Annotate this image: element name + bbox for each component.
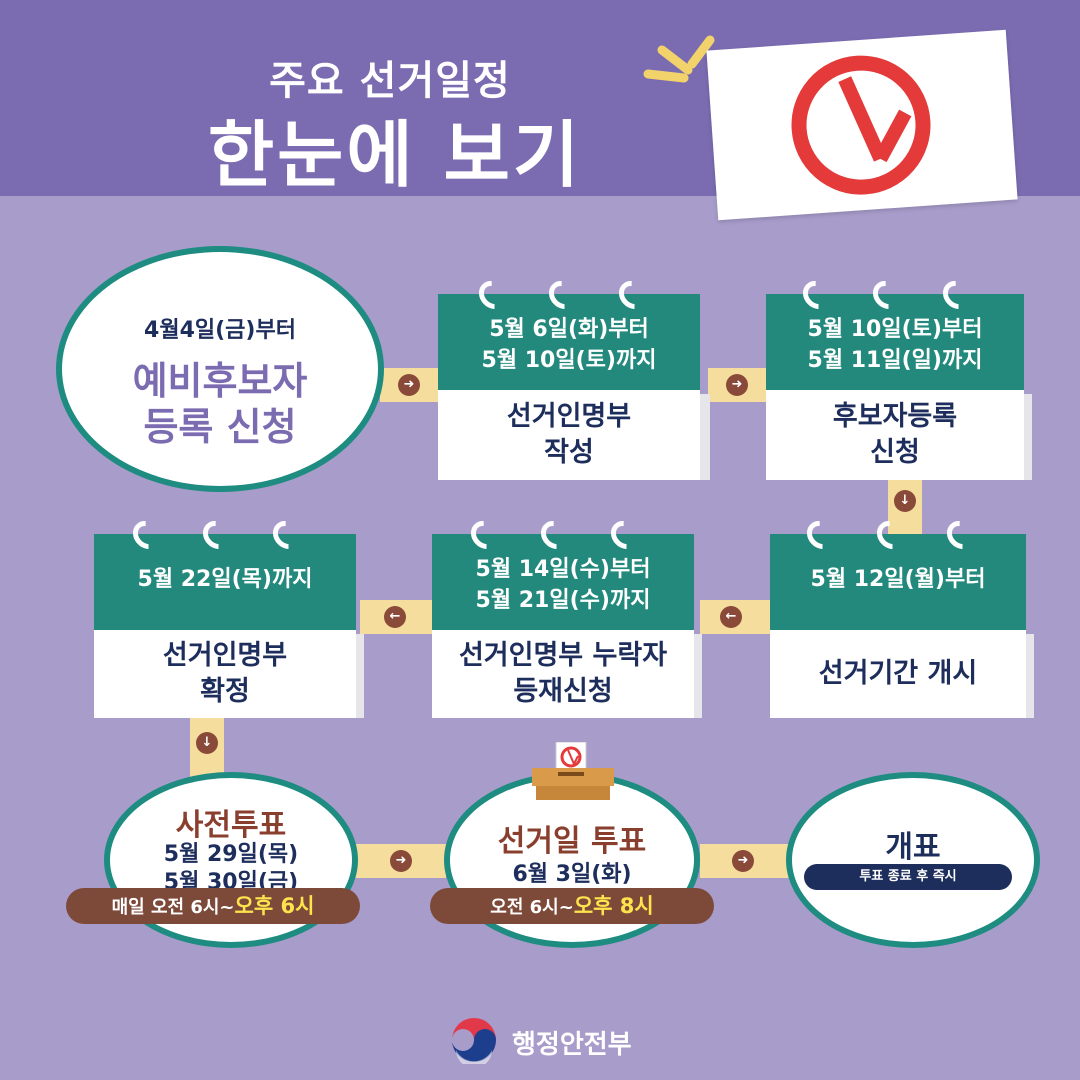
step-date-end: 5월 11일(일)까지 — [807, 348, 983, 373]
step-counting: 개표 — [786, 772, 1040, 948]
calendar-body: 선거인명부 작성 — [438, 390, 700, 480]
step-date-end: 5월 21일(수)까지 — [475, 588, 651, 613]
step-title-line1: 예비후보자 — [132, 359, 308, 403]
title-big: 한눈에 보기 — [207, 113, 583, 197]
step-title-line2: 작성 — [544, 437, 594, 468]
calendar-edge — [694, 634, 702, 718]
calendar-header: 5월 6일(화)부터 5월 10일(토)까지 — [438, 294, 700, 390]
calendar-edge — [1026, 634, 1034, 718]
calendar-edge — [356, 634, 364, 718]
step-title: 사전투표 — [175, 808, 287, 843]
calendar-header: 5월 10일(토)부터 5월 11일(일)까지 — [766, 294, 1024, 390]
early-voting-hours: 매일 오전 6시~오후 6시 — [66, 888, 360, 924]
hours-prefix: 오전 6시~ — [490, 897, 574, 918]
step-title: 선거일 투표 — [497, 824, 647, 859]
step-title-line2: 신청 — [870, 437, 920, 468]
sparkle-icon — [643, 35, 715, 83]
calendar-edge — [700, 394, 710, 480]
calendar-body: 선거기간 개시 — [770, 630, 1026, 718]
hours-highlight: 오후 8시 — [573, 894, 654, 918]
step-election-period: 5월 12일(월)부터 선거기간 개시 — [770, 515, 1034, 718]
hours-highlight: 오후 6시 — [234, 894, 315, 918]
arrow-left-icon: ← — [384, 606, 406, 628]
calendar-header: 5월 14일(수)부터 5월 21일(수)까지 — [432, 534, 694, 630]
step-roll-confirm: 5월 22일(목)까지 선거인명부 확정 — [94, 515, 364, 718]
step-preliminary-registration: 4월4일(금)부터 예비후보자 등록 신청 — [56, 246, 384, 492]
ballot-box-icon — [532, 742, 614, 800]
step-candidate-registration: 5월 10일(토)부터 5월 11일(일)까지 후보자등록 신청 — [766, 275, 1032, 480]
calendar-body: 선거인명부 확정 — [94, 630, 356, 718]
calendar-edge — [1024, 394, 1032, 480]
arrow-down-icon: ↓ — [196, 732, 218, 754]
calendar-header: 5월 22일(목)까지 — [94, 534, 356, 630]
step-title-line1: 선거기간 개시 — [818, 658, 978, 689]
step-date-start: 5월 14일(수)부터 — [475, 557, 651, 582]
title-small: 주요 선거일정 — [269, 58, 511, 104]
election-day-hours: 오전 6시~오후 8시 — [430, 888, 714, 924]
step-date-end: 5월 10일(토)까지 — [481, 348, 657, 373]
step-roll-creation: 5월 6일(화)부터 5월 10일(토)까지 선거인명부 작성 — [438, 275, 710, 480]
step-title-line2: 등재신청 — [513, 676, 613, 707]
step-date-start: 5월 6일(화)부터 — [489, 317, 649, 342]
step-title: 개표 — [885, 830, 941, 865]
hours-prefix: 매일 오전 6시~ — [111, 897, 235, 918]
step-roll-omission: 5월 14일(수)부터 5월 21일(수)까지 선거인명부 누락자 등재신청 — [432, 515, 702, 718]
step-date-end: 5월 22일(목)까지 — [137, 567, 313, 592]
step-date: 6월 3일(화) — [512, 862, 632, 887]
step-date-start: 5월 10일(토)부터 — [807, 317, 983, 342]
arrow-right-icon: ➜ — [398, 374, 420, 396]
step-date-start: 5월 12일(월)부터 — [810, 567, 986, 592]
step-date-start: 5월 29일(목) — [163, 842, 299, 867]
calendar-header: 5월 12일(월)부터 — [770, 534, 1026, 630]
step-title-line1: 선거인명부 — [162, 640, 288, 671]
arrow-left-icon: ← — [720, 606, 742, 628]
arrow-right-icon: ➜ — [390, 850, 412, 872]
arrow-right-icon: ➜ — [726, 374, 748, 396]
ministry-name: 행정안전부 — [512, 1030, 632, 1060]
arrow-down-icon: ↓ — [894, 490, 916, 512]
counting-note: 투표 종료 후 즉시 — [804, 864, 1012, 890]
ballot-paper — [706, 29, 1018, 221]
ballot-stamp-icon — [791, 55, 931, 195]
calendar-body: 후보자등록 신청 — [766, 390, 1024, 480]
step-title-line1: 후보자등록 — [832, 401, 958, 432]
taeguk-logo-icon — [452, 1018, 496, 1064]
step-title-line1: 선거인명부 누락자 — [458, 640, 668, 671]
step-title-line1: 선거인명부 — [506, 401, 632, 432]
step-date: 4월4일(금)부터 — [144, 318, 296, 343]
arrow-right-icon: ➜ — [732, 850, 754, 872]
step-title-line2: 등록 신청 — [143, 405, 297, 449]
step-title-line2: 확정 — [200, 676, 250, 707]
calendar-body: 선거인명부 누락자 등재신청 — [432, 630, 694, 718]
